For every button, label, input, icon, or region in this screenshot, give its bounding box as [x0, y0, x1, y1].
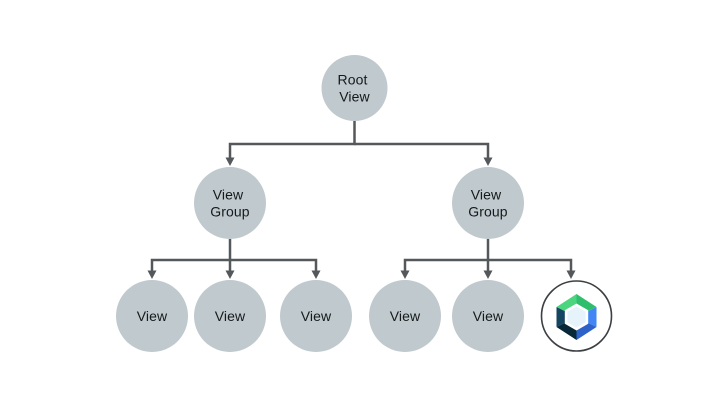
connector-lines — [150, 121, 573, 273]
arrowhead-icon — [225, 270, 235, 279]
view-1-label: View — [137, 308, 168, 324]
arrowhead-icon — [483, 157, 493, 166]
view-3-label: View — [301, 308, 332, 324]
arrowhead-icon — [483, 270, 493, 279]
node-compose — [540, 280, 613, 352]
node-circle-root-view — [321, 55, 388, 121]
arrowhead-icon — [566, 270, 576, 279]
connector-rightgroup-to-compose — [488, 258, 573, 273]
node-circle-view-1 — [116, 280, 188, 352]
arrowhead-icon — [225, 157, 235, 166]
view-5-label: View — [473, 308, 504, 324]
arrowhead-icon — [311, 270, 321, 279]
node-labels: Root View View Group View Group View Vie… — [137, 72, 508, 325]
view-4-label: View — [390, 308, 421, 324]
root-view-label: Root View — [338, 72, 372, 105]
view-group-left-label: View Group — [210, 187, 250, 220]
node-circle-view-2 — [194, 280, 266, 352]
connector-leftgroup-to-view1 — [150, 239, 232, 273]
arrowhead-icon — [147, 270, 157, 279]
node-circle-view-4 — [369, 280, 441, 352]
node-circle-view-group-right — [452, 167, 524, 239]
connector-root-to-right-group — [354, 142, 490, 160]
connector-rightgroup-to-view4 — [403, 239, 490, 273]
connector-leftgroup-to-view3 — [230, 258, 318, 273]
node-circle-view-3 — [280, 280, 352, 352]
jetpack-compose-icon — [556, 294, 597, 340]
connector-arrowheads — [147, 157, 576, 279]
arrowhead-icon — [400, 270, 410, 279]
node-circles — [116, 55, 524, 352]
compose-inner-hex — [567, 306, 586, 328]
connector-root-to-left-group — [228, 121, 356, 160]
node-circle-view-group-left — [194, 167, 266, 239]
view-group-right-label: View Group — [468, 187, 508, 220]
node-circle-view-5 — [452, 280, 524, 352]
view-2-label: View — [215, 308, 246, 324]
